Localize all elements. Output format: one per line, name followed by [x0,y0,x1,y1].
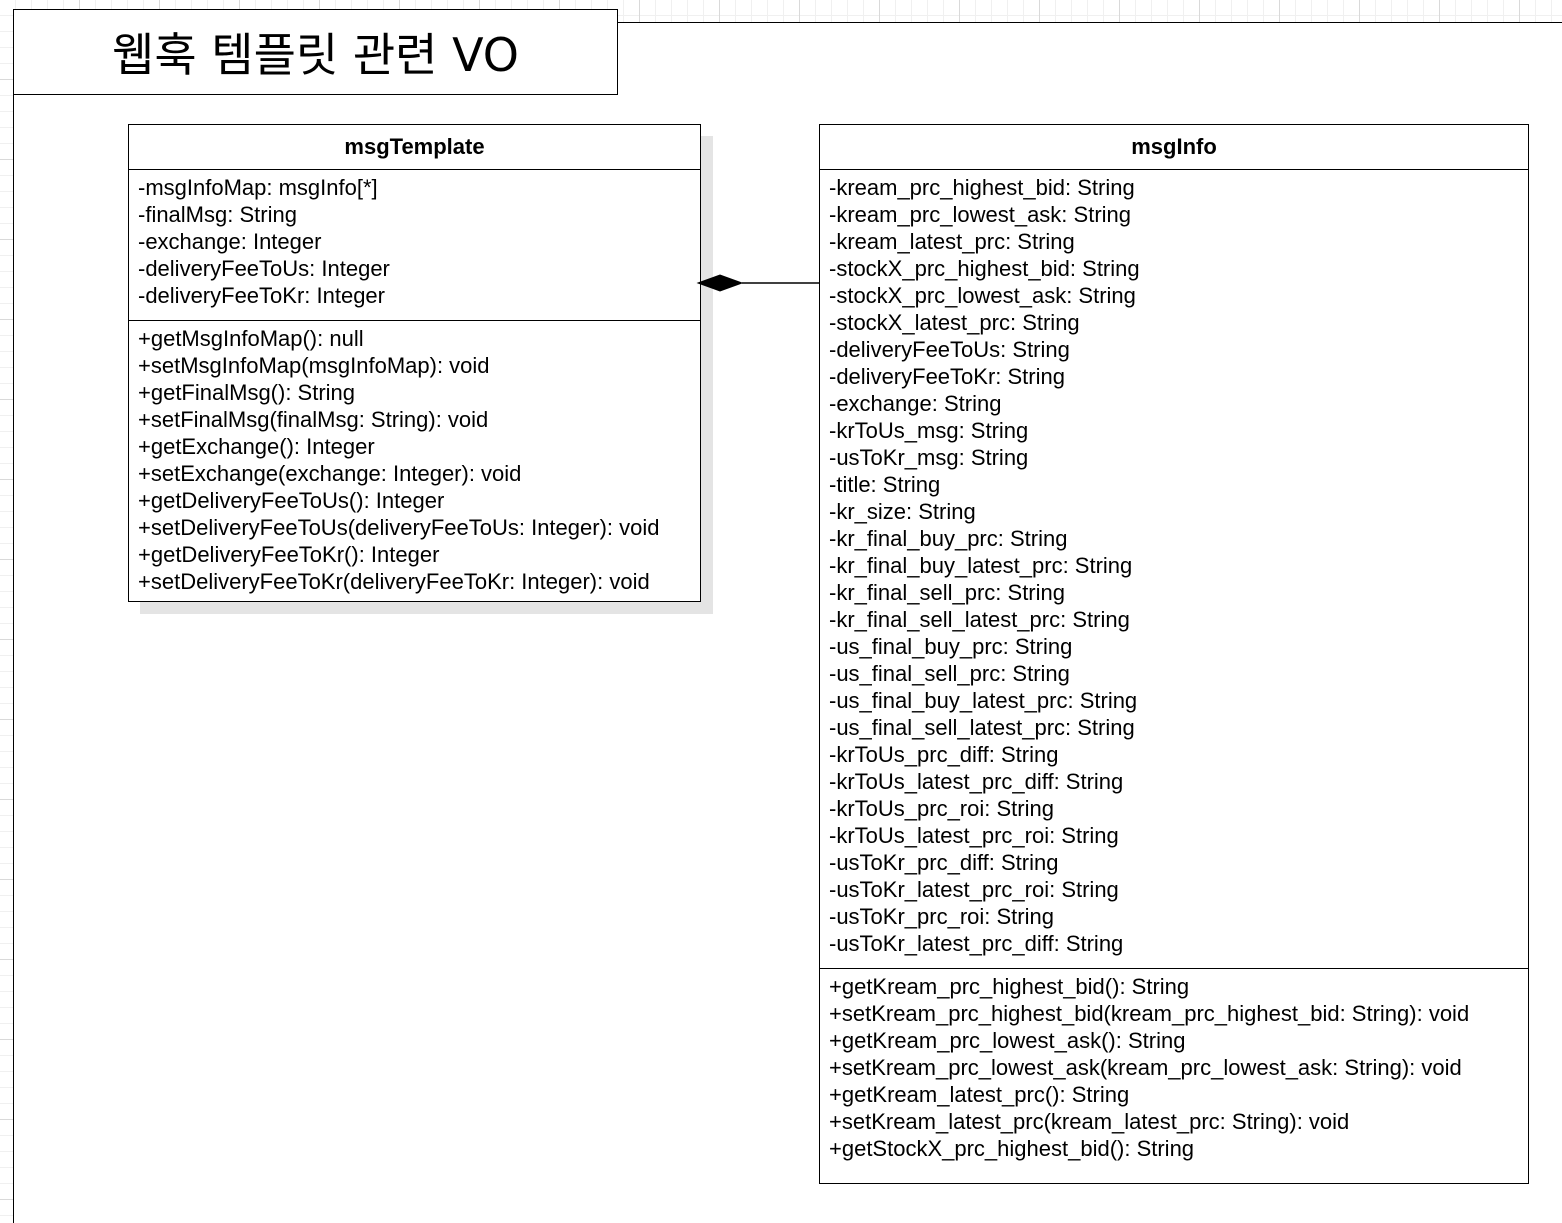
attribute-line: -kream_prc_lowest_ask: String [829,202,1132,227]
attribute-line: -krToUs_latest_prc_diff: String [829,769,1124,794]
methods-section-msgTemplate: +getMsgInfoMap(): null +setMsgInfoMap(ms… [129,320,700,601]
method-line: +getDeliveryFeeToUs(): Integer [138,488,445,513]
composition-connector[interactable] [0,0,1562,1154]
attribute-line: -kream_prc_highest_bid: String [829,175,1135,200]
method-line: +setKream_latest_prc(kream_latest_prc: S… [829,1109,1350,1134]
attribute-line: -us_final_sell_latest_prc: String [829,715,1135,740]
method-line: +getKream_latest_prc(): String [829,1082,1130,1107]
attribute-line: -stockX_prc_lowest_ask: String [829,283,1136,308]
attribute-line: -stockX_prc_highest_bid: String [829,256,1140,281]
composition-diamond-icon [696,274,744,292]
attribute-line: -krToUs_prc_diff: String [829,742,1059,767]
method-line: +setMsgInfoMap(msgInfoMap): void [138,353,490,378]
attribute-line: -usToKr_prc_diff: String [829,850,1059,875]
attribute-line: -krToUs_latest_prc_roi: String [829,823,1119,848]
class-msgTemplate[interactable]: msgTemplate -msgInfoMap: msgInfo[*] -fin… [128,124,701,602]
attribute-line: -deliveryFeeToKr: Integer [138,283,385,308]
attribute-line: -kr_final_sell_prc: String [829,580,1065,605]
attribute-line: -us_final_sell_prc: String [829,661,1070,686]
attribute-line: -usToKr_latest_prc_diff: String [829,931,1124,956]
attribute-line: -exchange: Integer [138,229,322,254]
method-line: +setDeliveryFeeToKr(deliveryFeeToKr: Int… [138,569,650,594]
attribute-line: -title: String [829,472,941,497]
attribute-line: -usToKr_msg: String [829,445,1029,470]
attribute-line: -deliveryFeeToKr: String [829,364,1065,389]
method-line: +setDeliveryFeeToUs(deliveryFeeToUs: Int… [138,515,660,540]
attribute-line: -krToUs_prc_roi: String [829,796,1054,821]
attribute-line: -kr_final_buy_prc: String [829,526,1068,551]
attribute-line: -deliveryFeeToUs: Integer [138,256,390,281]
method-line: +getKream_prc_highest_bid(): String [829,974,1190,999]
method-line: +getKream_prc_lowest_ask(): String [829,1028,1186,1053]
class-name-msgTemplate: msgTemplate [129,125,700,170]
attribute-line: -us_final_buy_latest_prc: String [829,688,1138,713]
attribute-line: -usToKr_prc_roi: String [829,904,1054,929]
attribute-line: -usToKr_latest_prc_roi: String [829,877,1119,902]
method-line: +setExchange(exchange: Integer): void [138,461,522,486]
attributes-section-msgTemplate: -msgInfoMap: msgInfo[*] -finalMsg: Strin… [129,170,700,320]
frame-title: 웹훅 템플릿 관련 VO [13,9,618,95]
method-line: +getMsgInfoMap(): null [138,326,364,351]
attribute-line: -us_final_buy_prc: String [829,634,1073,659]
attribute-line: -stockX_latest_prc: String [829,310,1080,335]
method-line: +setKream_prc_highest_bid(kream_prc_high… [829,1001,1470,1026]
attribute-line: -kream_latest_prc: String [829,229,1075,254]
attributes-section-msgInfo: -kream_prc_highest_bid: String -kream_pr… [820,170,1528,968]
method-line: +getExchange(): Integer [138,434,375,459]
method-line: +getDeliveryFeeToKr(): Integer [138,542,440,567]
class-name-msgInfo: msgInfo [820,125,1528,170]
attribute-line: -kr_final_sell_latest_prc: String [829,607,1130,632]
method-line: +setFinalMsg(finalMsg: String): void [138,407,489,432]
attribute-line: -kr_size: String [829,499,976,524]
method-line: +getFinalMsg(): String [138,380,356,405]
attribute-line: -krToUs_msg: String [829,418,1029,443]
method-line: +setKream_prc_lowest_ask(kream_prc_lowes… [829,1055,1462,1080]
attribute-line: -msgInfoMap: msgInfo[*] [138,175,378,200]
attribute-line: -finalMsg: String [138,202,297,227]
attribute-line: -exchange: String [829,391,1002,416]
attribute-line: -deliveryFeeToUs: String [829,337,1070,362]
attribute-line: -kr_final_buy_latest_prc: String [829,553,1133,578]
